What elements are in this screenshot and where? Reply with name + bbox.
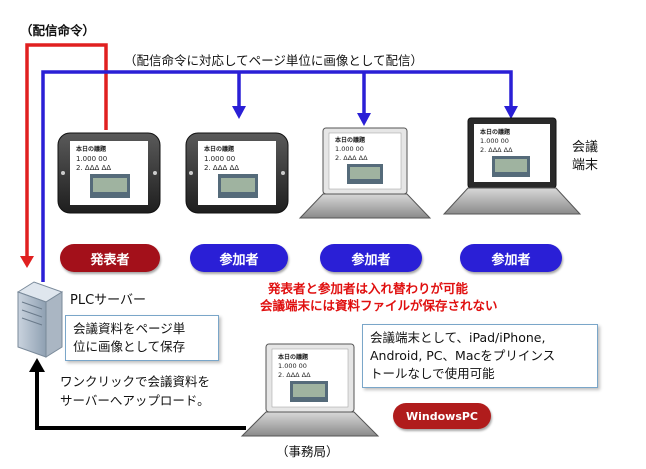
- server-box-line1: 会議資料をページ単: [73, 321, 186, 336]
- slide-line1: 1.000 00: [204, 155, 235, 163]
- slide-title: 本日の議題: [278, 353, 309, 361]
- delivery-line: [41, 70, 513, 282]
- device-box-line1: 会議端末として、iPad/iPhone,: [370, 330, 546, 345]
- laptop-participant: 本日の議題 1.000 00 2. ΔΔΔ ΔΔ: [298, 127, 432, 219]
- slide-line2: 2. ΔΔΔ ΔΔ: [204, 164, 239, 172]
- windows-pc-pill: WindowsPC: [393, 403, 491, 429]
- upload-arrowhead: [29, 358, 45, 372]
- server-box-line2: 位に画像として保存: [73, 339, 186, 355]
- screen-slide: 本日の議題 1.000 00 2. ΔΔΔ ΔΔ: [480, 128, 530, 177]
- laptop-participant-2: 本日の議題 1.000 00 2. ΔΔΔ ΔΔ: [442, 117, 582, 215]
- delivery-arrowhead-1: [232, 106, 246, 119]
- slide-line2: 2. ΔΔΔ ΔΔ: [335, 154, 368, 162]
- label-delivery-command: （配信命令）: [20, 23, 96, 38]
- screen-slide: 本日の議題 1.000 00 2. ΔΔΔ ΔΔ: [335, 136, 383, 184]
- slide-line2: 2. ΔΔΔ ΔΔ: [480, 146, 513, 154]
- slide-line1: 1.000 00: [76, 155, 107, 163]
- screen-slide: 本日の議題 1.000 00 2. ΔΔΔ ΔΔ: [76, 145, 130, 198]
- delivery-arrowhead-2: [357, 113, 371, 126]
- participant-pill-3: 参加者: [460, 244, 562, 272]
- tablet-presenter: 本日の議題 1.000 00 2. ΔΔΔ ΔΔ: [57, 132, 161, 214]
- upload-line1: ワンクリックで会議資料を: [60, 374, 211, 389]
- slide-title: 本日の議題: [335, 136, 366, 144]
- server-title: PLCサーバー: [70, 293, 147, 308]
- presenter-pill: 発表者: [60, 244, 160, 272]
- participant-pill-2: 参加者: [320, 244, 422, 272]
- laptop-office: 本日の議題 1.000 00 2. ΔΔΔ ΔΔ: [240, 343, 380, 437]
- screen-slide: 本日の議題 1.000 00 2. ΔΔΔ ΔΔ: [204, 145, 258, 198]
- device-support-box: 会議端末として、iPad/iPhone, Android, PC、Macをプリイ…: [362, 324, 598, 389]
- label-delivery-note: （配信命令に対応してページ単位に画像として配信）: [124, 53, 424, 68]
- participant-pill-1: 参加者: [190, 244, 288, 272]
- slide-title: 本日の議題: [204, 145, 235, 153]
- slide-line1: 1.000 00: [480, 137, 509, 145]
- upload-arrow: [35, 370, 246, 430]
- label-conference-terminal-2: 端末: [572, 158, 599, 173]
- delivery-arrowhead-3: [504, 106, 518, 119]
- slide-line2: 2. ΔΔΔ ΔΔ: [76, 164, 111, 172]
- tablet-participant: 本日の議題 1.000 00 2. ΔΔΔ ΔΔ: [185, 132, 289, 214]
- command-arrowhead: [20, 256, 34, 268]
- server-icon: [16, 281, 64, 358]
- label-office: （事務局）: [276, 444, 339, 459]
- slide-title: 本日の議題: [76, 145, 107, 153]
- slide-title: 本日の議題: [480, 128, 511, 136]
- label-conference-terminal: 会議: [572, 140, 599, 155]
- slide-line1: 1.000 00: [278, 362, 307, 370]
- device-box-line2: Android, PC、Macをプリインス: [370, 348, 556, 364]
- screen-slide: 本日の議題 1.000 00 2. ΔΔΔ ΔΔ: [278, 353, 328, 402]
- slide-line1: 1.000 00: [335, 145, 364, 153]
- server-description-box: 会議資料をページ単 位に画像として保存: [65, 315, 219, 362]
- no-save-note: 会議端末には資料ファイルが保存されない: [260, 298, 498, 313]
- swap-note: 発表者と参加者は入れ替わりが可能: [268, 281, 469, 296]
- upload-line2: サーバーへアップロード。: [60, 393, 210, 408]
- command-line: [25, 43, 108, 257]
- device-box-line3: トールなしで使用可能: [370, 366, 495, 382]
- slide-line2: 2. ΔΔΔ ΔΔ: [278, 371, 311, 379]
